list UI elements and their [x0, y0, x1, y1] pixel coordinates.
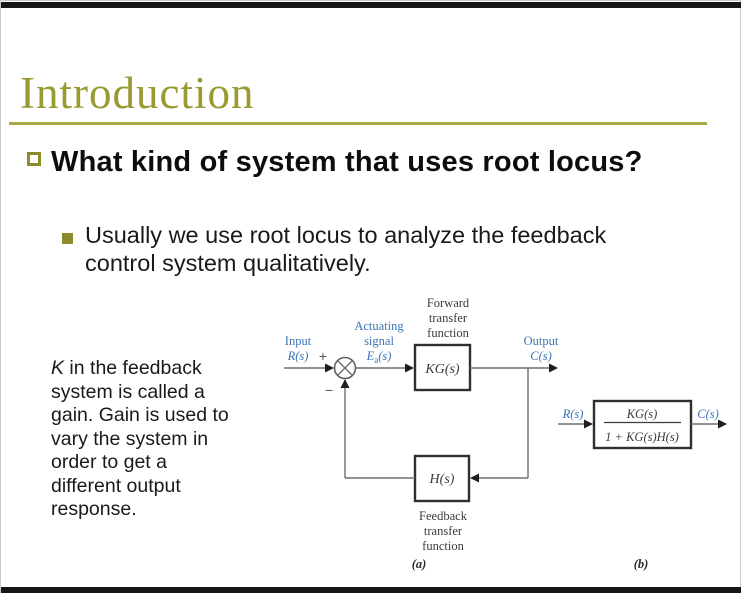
gain-symbol: K: [51, 357, 65, 379]
plus-sign: +: [319, 348, 327, 364]
fraction-numerator: KG(s): [626, 407, 658, 421]
feedback-caption: transfer: [424, 524, 463, 538]
minus-sign: −: [325, 382, 333, 398]
output-variable: C(s): [697, 407, 719, 421]
side-note: K in the feedback system is called a gai…: [51, 357, 229, 522]
forward-caption: transfer: [429, 311, 468, 325]
top-border-bar: [1, 2, 741, 8]
side-note-line: system is called a: [51, 380, 205, 403]
arrowhead-icon: [718, 419, 727, 429]
bullet-square-hollow: [27, 152, 41, 166]
side-note-line: gain. Gain is used to: [51, 404, 229, 426]
junction-cross-line: [337, 360, 353, 376]
main-bullet-text: What kind of system that uses root locus…: [51, 146, 643, 178]
closed-loop-block: [592, 399, 693, 450]
arrowhead-icon: [325, 363, 334, 373]
arrowhead-icon: [549, 363, 558, 373]
arrowhead-icon: [584, 419, 593, 429]
error-variable: Ea(s): [366, 349, 392, 365]
arrowhead-icon: [340, 379, 350, 388]
sub-bullet-text: Usually we use root locus to analyze the…: [85, 222, 607, 276]
input-variable: R(s): [562, 407, 584, 421]
fraction-denominator: 1 + KG(s)H(s): [605, 430, 679, 444]
side-note-line: order to get a: [51, 451, 167, 473]
diagram-a: + − KG(s) H(s) Input R(s) Actuating: [284, 296, 559, 571]
forward-caption: function: [427, 326, 469, 340]
arrowhead-icon: [405, 363, 414, 373]
feedback-caption: function: [422, 539, 464, 553]
figure-a-caption: (a): [412, 557, 427, 571]
figure-b-caption: (b): [634, 557, 649, 571]
title-underline-rule: [9, 122, 707, 125]
side-note-line: response.: [51, 498, 137, 520]
input-label: Input: [285, 334, 312, 348]
forward-transfer-block: [413, 343, 472, 392]
side-note-line: vary the system in: [51, 427, 209, 450]
slide-title: Introduction: [20, 68, 255, 118]
forward-block-label: KG(s): [424, 362, 460, 377]
forward-caption: Forward: [427, 296, 470, 310]
side-note-line: K in the feedback: [51, 357, 202, 379]
actuating-label: signal: [364, 334, 394, 348]
output-label: Output: [524, 334, 559, 348]
bullet-square-filled: [62, 233, 73, 244]
bottom-border-bar: [1, 587, 741, 593]
input-variable: R(s): [287, 349, 309, 363]
arrowhead-icon: [470, 473, 479, 483]
feedback-block-label: H(s): [429, 472, 455, 487]
feedback-caption: Feedback: [419, 509, 468, 523]
side-note-line: different output: [51, 474, 181, 497]
output-variable: C(s): [530, 349, 552, 363]
diagram-b: R(s) KG(s) 1 + KG(s)H(s) C(s) (b): [558, 399, 727, 571]
actuating-label: Actuating: [354, 319, 404, 333]
